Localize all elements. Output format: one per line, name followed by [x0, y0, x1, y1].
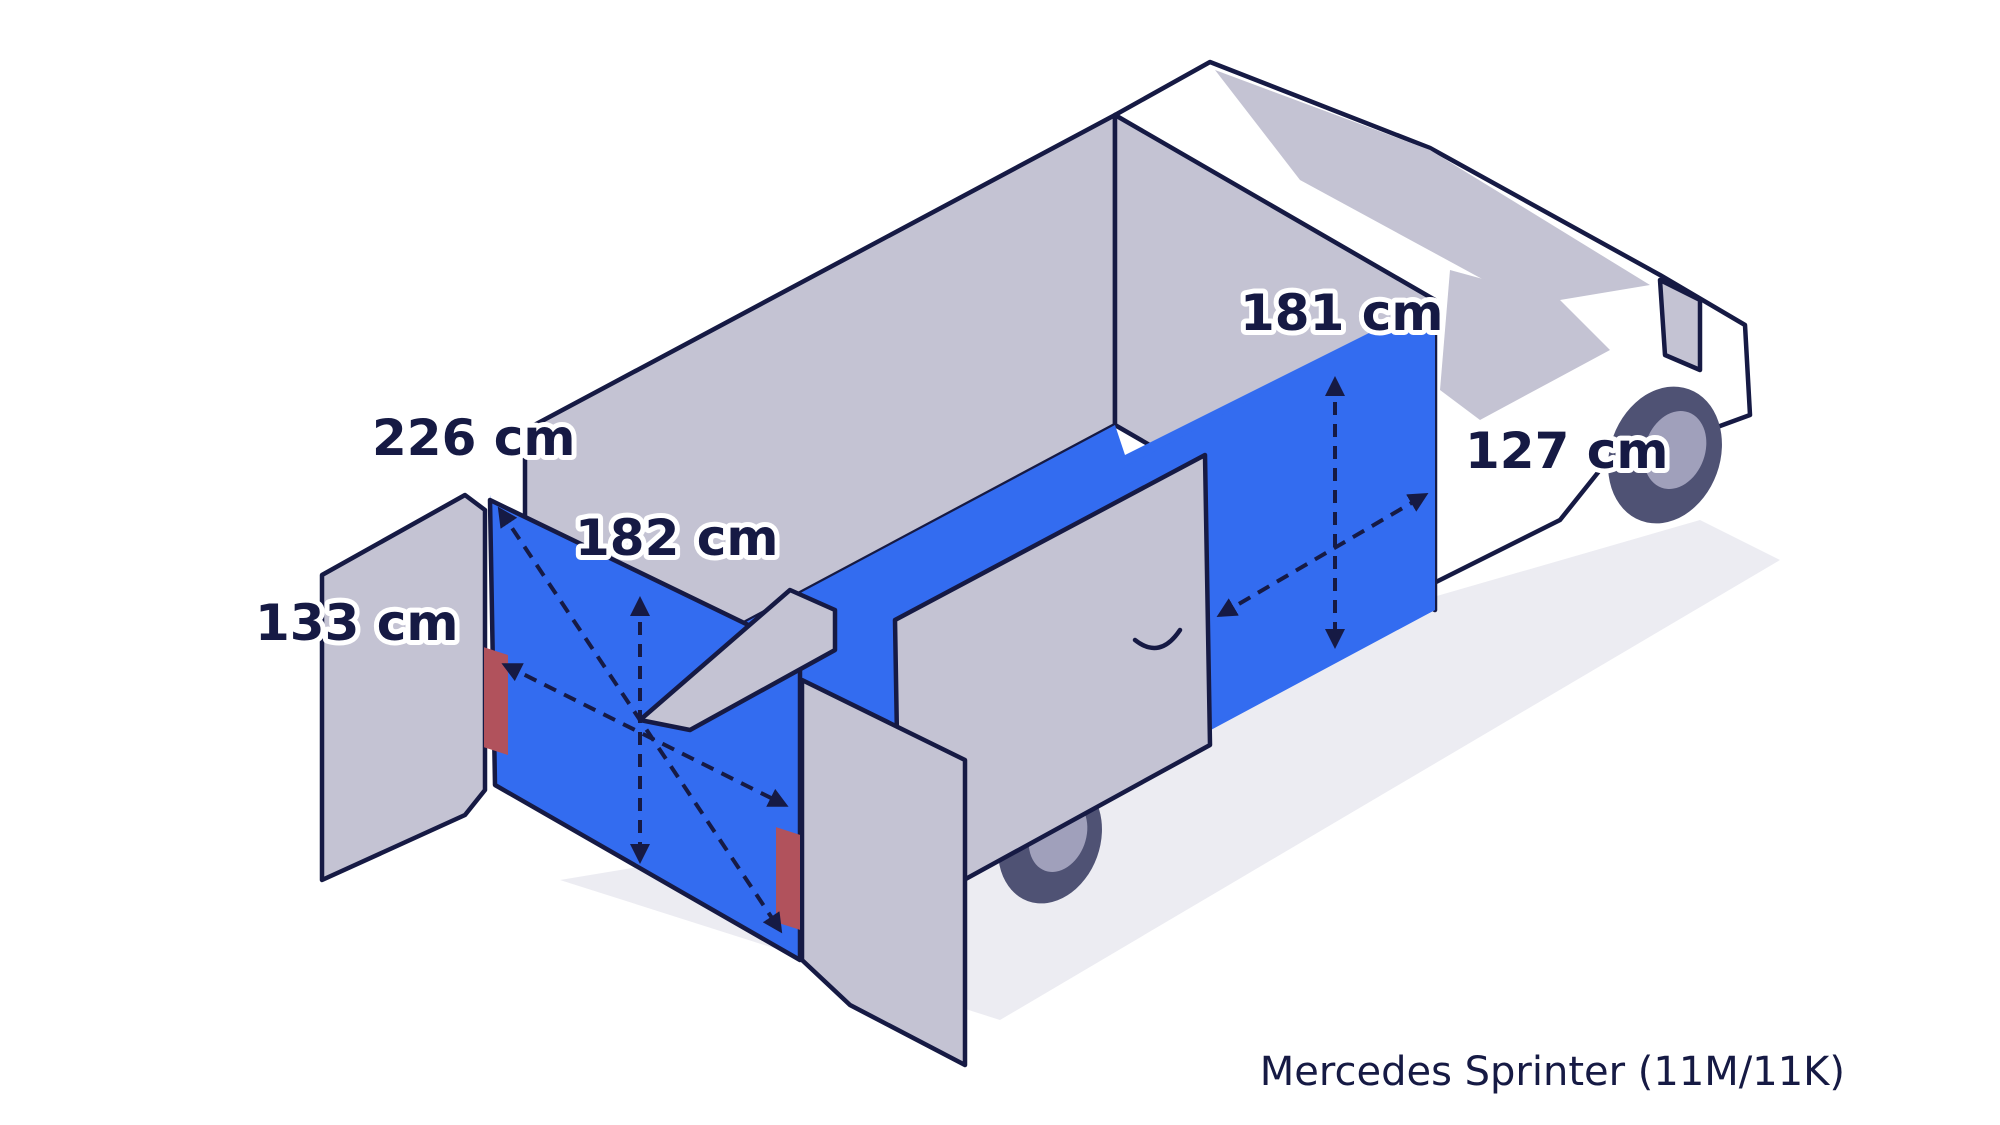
rear-left-door [319, 492, 488, 883]
vehicle-caption: Mercedes Sprinter (11M/11K) [1260, 1049, 1845, 1095]
tail-light-right [776, 827, 800, 930]
front-wheel [1608, 386, 1722, 524]
rear-right-door [799, 677, 968, 1068]
tail-light-left [484, 647, 508, 756]
label-side-door-height: 181 cm [1240, 284, 1444, 342]
label-side-door-width: 127 cm [1465, 422, 1669, 480]
dimension-arrows [497, 376, 1429, 934]
label-rear-opening-width: 182 cm [575, 509, 779, 567]
label-rear-door-height: 133 cm [255, 594, 459, 652]
label-cargo-height: 226 cm [372, 409, 576, 467]
